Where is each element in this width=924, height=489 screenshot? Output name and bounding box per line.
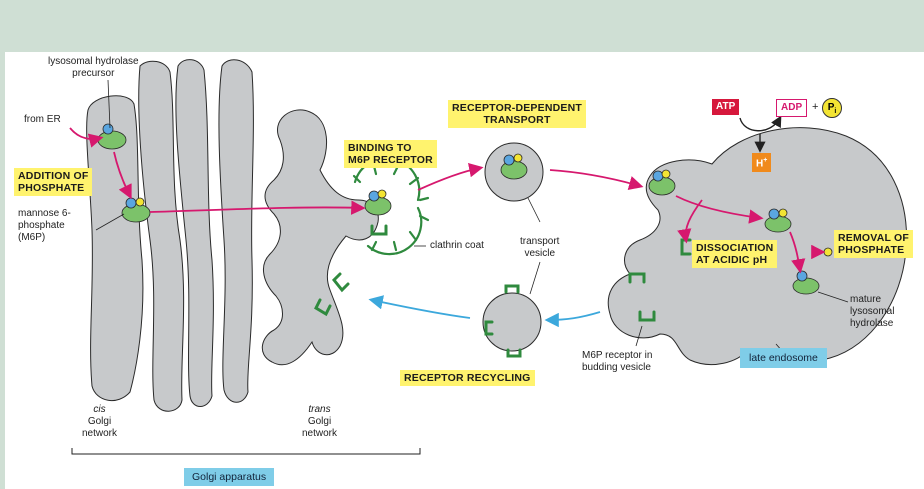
arrow-recycle-1 [548, 312, 600, 320]
golgi-bracket [72, 448, 420, 454]
receptor-vesicle-top [506, 286, 518, 292]
atp-badge: ATP [712, 99, 739, 115]
receptor-trans-2 [334, 274, 348, 290]
bound-hydrolase [365, 190, 391, 215]
label-golgi-apparatus: Golgi apparatus [184, 468, 274, 486]
label-m6p-budding-vesicle: M6P receptor in budding vesicle [582, 350, 652, 374]
pi-subscript: i [834, 108, 836, 115]
callout-receptor-dependent-transport: RECEPTOR-DEPENDENT TRANSPORT [448, 100, 586, 128]
proton-superscript: + [763, 157, 767, 164]
golgi-stack [87, 60, 379, 412]
atp-hydrolysis-arrow [740, 118, 780, 131]
trans-rest: Golgi network [302, 416, 337, 440]
adp-badge: ADP [776, 99, 807, 117]
label-trans-golgi-network: trans Golgi network [302, 404, 337, 440]
plus-sign: + [812, 101, 818, 113]
label-from-er: from ER [24, 114, 61, 126]
label-clathrin-coat: clathrin coat [430, 240, 484, 252]
trans-word: trans [302, 404, 337, 416]
label-cis-golgi-network: cis Golgi network [82, 404, 117, 440]
arrow-to-endosome [550, 170, 640, 186]
golgi-cisterna-4 [219, 60, 253, 403]
callout-receptor-recycling: RECEPTOR RECYCLING [400, 370, 535, 386]
callout-addition-of-phosphate: ADDITION OF PHOSPHATE [14, 168, 92, 196]
arrow-to-vesicle [418, 168, 480, 190]
cis-rest: Golgi network [82, 416, 117, 440]
callout-binding-to-receptor: BINDING TO M6P RECEPTOR [344, 140, 437, 168]
label-late-endosome: late endosome [740, 348, 827, 368]
label-transport-vesicle: transport vesicle [520, 236, 559, 260]
label-hydrolase-precursor: lysosomal hydrolase precursor [48, 56, 139, 80]
callout-removal-of-phosphate: REMOVAL OF PHOSPHATE [834, 230, 913, 258]
pi-badge: Pi [822, 98, 842, 118]
free-phosphate [824, 248, 832, 256]
proton-badge: H+ [752, 153, 771, 172]
released-hydrolase [765, 209, 791, 232]
cis-word: cis [82, 404, 117, 416]
arrow-recycle-2 [372, 300, 470, 318]
callout-dissociation: DISSOCIATION AT ACIDIC pH [692, 240, 777, 268]
label-mature-hydrolase: mature lysosomal hydrolase [850, 294, 894, 330]
label-m6p: mannose 6- phosphate (M6P) [18, 208, 71, 244]
